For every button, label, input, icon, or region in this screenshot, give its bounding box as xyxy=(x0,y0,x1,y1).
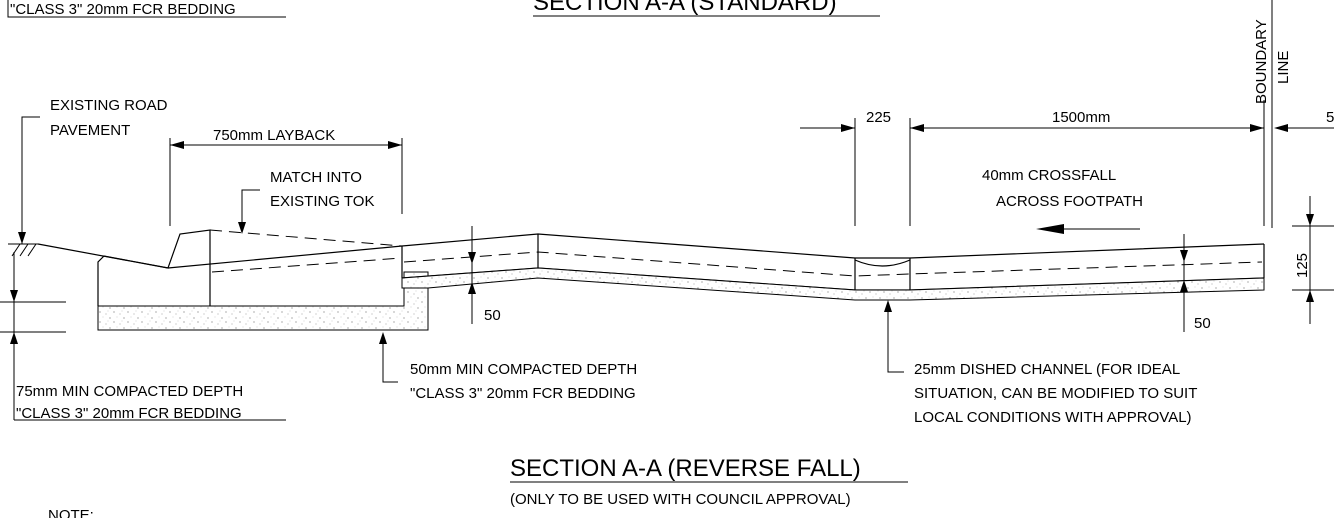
existing-road-label: EXISTING ROAD PAVEMENT xyxy=(50,97,172,139)
dim-50-left-label: 50 xyxy=(484,307,501,324)
existing-ground xyxy=(8,243,169,269)
note-label: NOTE: xyxy=(48,507,94,518)
dimension-225-1500 xyxy=(800,0,1334,228)
existing-road-leader xyxy=(21,116,40,244)
layback-label: 750mm LAYBACK xyxy=(213,127,335,144)
dim-1500-label: 1500mm xyxy=(1052,109,1110,126)
dim-225-label: 225 xyxy=(866,109,891,126)
dim-50-right-label: 50 xyxy=(1194,315,1211,332)
dished-channel-leader xyxy=(887,310,904,373)
footpath-bedding-50 xyxy=(401,267,1265,301)
match-into-arrow xyxy=(238,222,246,234)
crossfall-arrow xyxy=(1036,224,1064,234)
dimension-125 xyxy=(1292,196,1334,324)
crossfall-label: 40mm CROSSFALL ACROSS FOOTPATH xyxy=(982,167,1143,210)
boundary-label: BOUNDARY LINE xyxy=(1253,15,1292,104)
dished-channel-label: 25mm DISHED CHANNEL (FOR IDEAL SITUATION… xyxy=(914,361,1201,426)
layback-dashed xyxy=(211,257,403,273)
section-subtitle: (ONLY TO BE USED WITH COUNCIL APPROVAL) xyxy=(510,491,851,508)
existing-tok-dashed xyxy=(209,229,403,247)
section-title: SECTION A-A (REVERSE FALL) xyxy=(510,455,861,482)
dimension-50-left xyxy=(468,226,476,324)
dimension-75-left xyxy=(0,252,286,421)
bedding-50-leader xyxy=(382,342,398,383)
dim-125-label: 125 xyxy=(1294,253,1311,278)
match-into-label: MATCH INTO EXISTING TOK xyxy=(270,169,374,210)
bedding-75-label: 75mm MIN COMPACTED DEPTH "CLASS 3" 20mm … xyxy=(16,383,247,422)
kerb-bedding-75 xyxy=(97,271,429,331)
footpath-slab xyxy=(401,233,1265,291)
existing-road-arrow xyxy=(18,232,26,244)
match-into-leader xyxy=(241,189,260,224)
dimension-50-right xyxy=(1180,234,1188,332)
bedding-50-arrow xyxy=(379,332,387,344)
dished-channel-arrow xyxy=(884,300,892,312)
dim-right-label: 5 xyxy=(1326,109,1334,126)
top-left-bedding-label: "CLASS 3" 20mm FCR BEDDING xyxy=(10,1,236,18)
dimension-layback xyxy=(169,138,403,226)
top-section-title: SECTION A-A (STANDARD) xyxy=(533,0,837,16)
kerb-outline xyxy=(97,229,211,306)
bedding-50-label: 50mm MIN COMPACTED DEPTH "CLASS 3" 20mm … xyxy=(410,361,641,402)
top-leader-line xyxy=(7,0,286,18)
layback-surface xyxy=(167,245,403,269)
